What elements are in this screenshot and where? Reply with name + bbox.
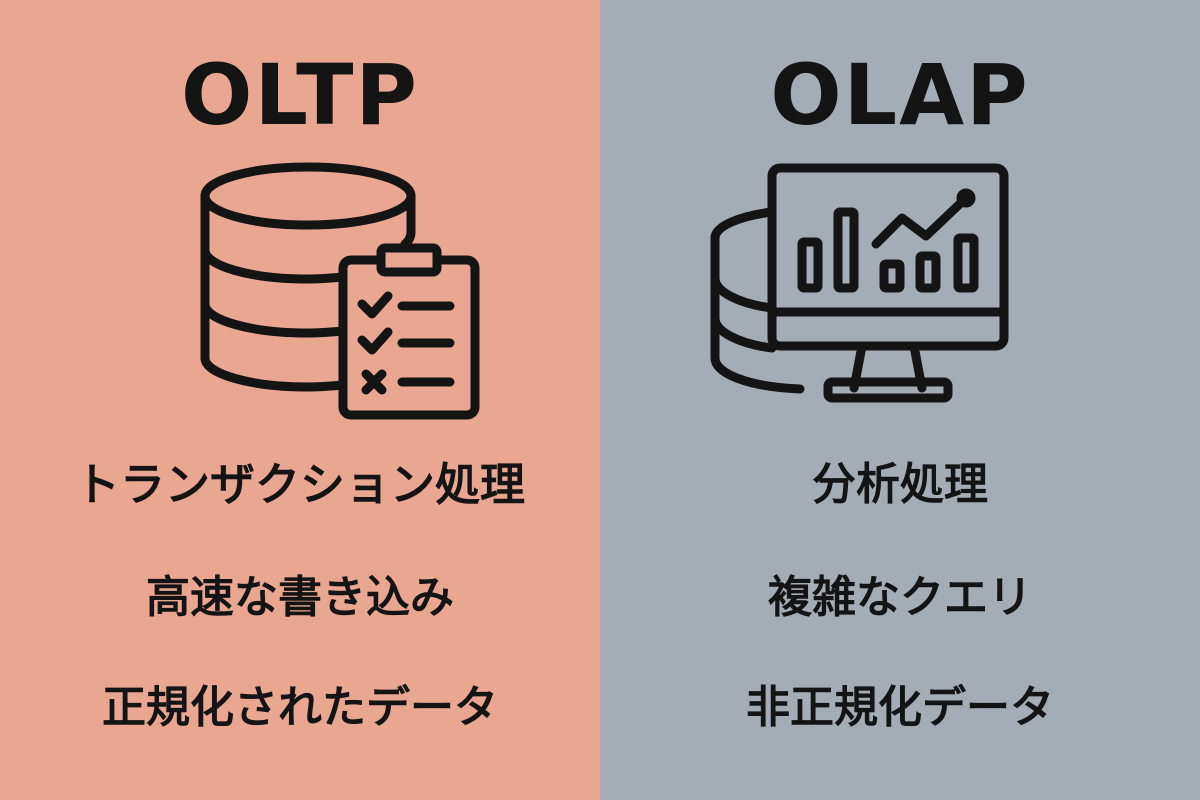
cross-icon (361, 369, 387, 395)
olap-panel: OLAP (600, 0, 1200, 800)
oltp-title: OLTP (181, 46, 419, 144)
olap-feature-analytics: 分析処理 (812, 459, 988, 510)
clipboard-checklist-icon (338, 243, 480, 420)
olap-feature-denormalized: 非正規化データ (746, 682, 1054, 733)
check-icon (357, 327, 393, 355)
olap-title: OLAP (770, 46, 1030, 144)
olap-feature-complex-query: 複雑なクエリ (768, 572, 1032, 623)
database-icon (200, 162, 416, 392)
oltp-feature-transaction: トランザクション処理 (74, 458, 525, 511)
bar-chart-icon (797, 207, 979, 293)
oltp-panel: OLTP (0, 0, 600, 800)
oltp-feature-normalized: 正規化されたデータ (102, 682, 498, 733)
trend-line-icon (871, 188, 976, 249)
check-icon (357, 291, 393, 319)
oltp-feature-fast-write: 高速な書き込み (146, 572, 454, 623)
database-icon (710, 207, 805, 394)
database-clipboard-icon (200, 162, 480, 420)
database-monitor-icon (710, 163, 1009, 403)
